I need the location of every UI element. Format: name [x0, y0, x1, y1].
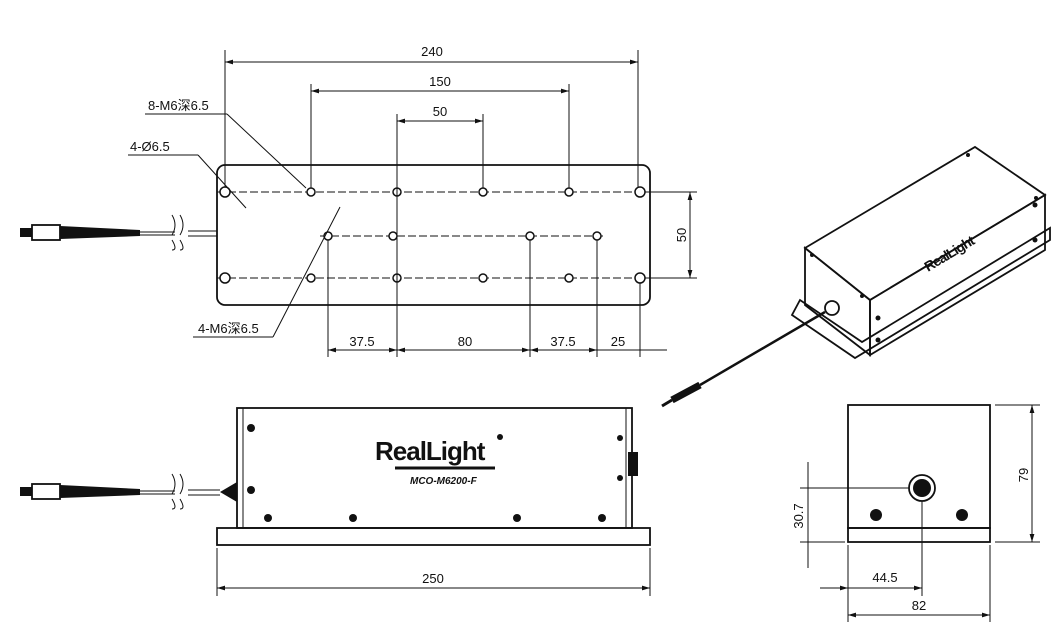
fiber-connector-front — [20, 473, 237, 510]
top-view-body — [216, 164, 651, 306]
end-view: 79 30.7 44.5 82 — [791, 404, 1040, 622]
dim-30-7: 30.7 — [791, 503, 806, 528]
mounting-holes — [219, 186, 646, 284]
dim-50-side: 50 — [674, 228, 689, 242]
dim-44-5: 44.5 — [872, 570, 897, 585]
callout-8-m6: 8-M6深6.5 — [148, 98, 209, 113]
iso-brand-logo: RealLight — [921, 232, 977, 275]
dim-25: 25 — [611, 334, 625, 349]
dim-79: 79 — [1016, 468, 1031, 482]
dim-250: 250 — [422, 571, 444, 586]
dim-37-5-right: 37.5 — [550, 334, 575, 349]
top-view: 240 150 50 50 37.5 80 37.5 25 8-M6深6.5 4… — [20, 44, 697, 357]
dim-82: 82 — [912, 598, 926, 613]
dim-150: 150 — [429, 74, 451, 89]
dim-80: 80 — [458, 334, 472, 349]
front-screws — [247, 424, 623, 522]
model-label: MCO-M6200-F — [410, 476, 478, 487]
dim-37-5-left: 37.5 — [349, 334, 374, 349]
callout-4-dia: 4-Ø6.5 — [130, 139, 170, 154]
brand-logo: RealLight — [375, 436, 486, 466]
iso-fiber-port — [824, 300, 840, 316]
iso-screws — [810, 153, 1038, 343]
isometric-view: RealLight — [661, 145, 1051, 408]
front-view: RealLight MCO-M6200-F 250 — [20, 407, 651, 596]
fiber-connector-top — [20, 214, 217, 251]
callout-4-m6: 4-M6深6.5 — [198, 321, 259, 336]
dim-240: 240 — [421, 44, 443, 59]
dim-50-top: 50 — [433, 104, 447, 119]
